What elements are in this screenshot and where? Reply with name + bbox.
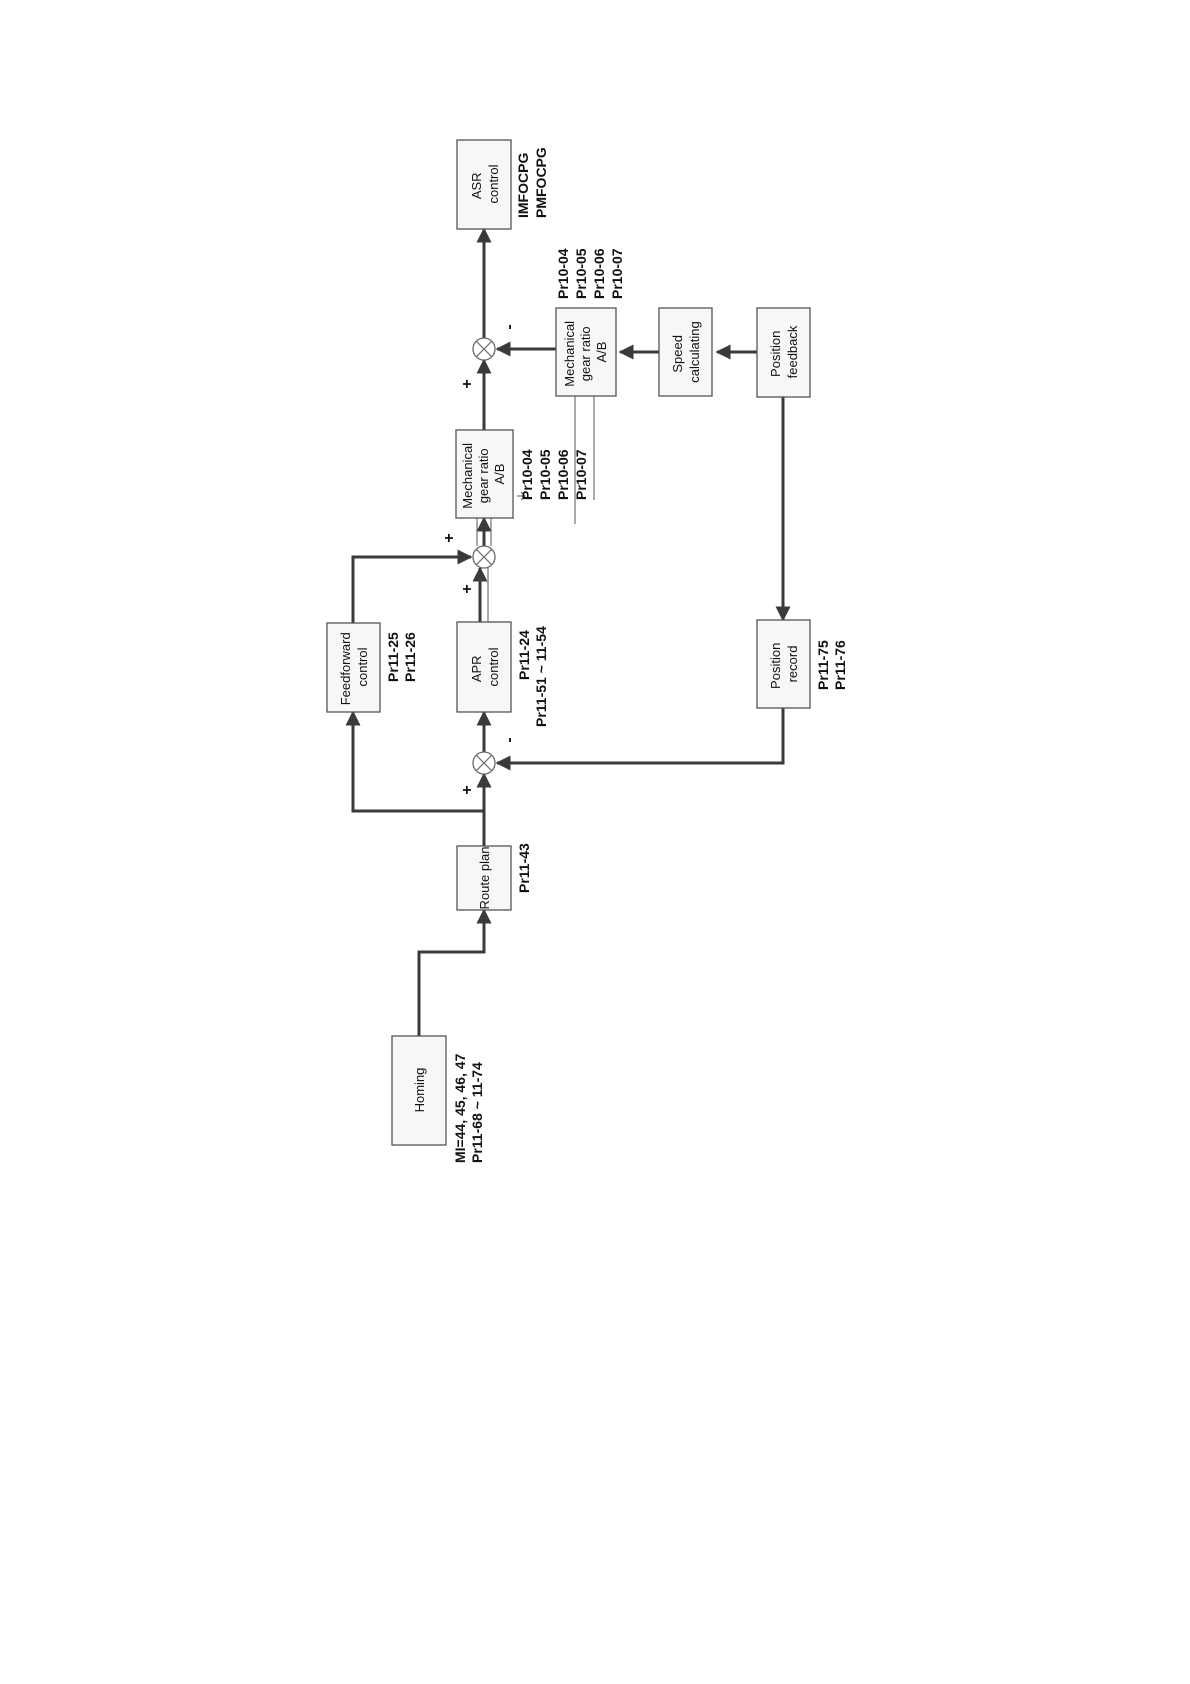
gear1-block-line-3: A/B: [492, 464, 507, 485]
position-record-param-labels: Pr11-75 Pr11-76: [815, 640, 848, 690]
gear1-block-line-2: gear ratio: [476, 448, 491, 503]
gear1-block-line-1: Mechanical: [460, 443, 475, 509]
gear-ratio-block-1: Mechanical gear ratio A/B: [455, 429, 514, 519]
asr-param-line-2: PMFOCPG: [533, 147, 549, 218]
apr-block-line-1: APR: [469, 655, 484, 682]
apr-param-labels: Pr11-24 Pr11-51 ~ 11-54: [516, 626, 549, 727]
feedforward-param-line-2: Pr11-26: [402, 632, 418, 682]
route-plan-param-labels: Pr11-43: [516, 843, 532, 893]
homing-param-line-1: MI=44, 45, 46, 47: [452, 1053, 468, 1163]
wire-record-to-sum1: [495, 708, 785, 771]
svg-text:Position record: Position record: [768, 639, 800, 689]
route-plan-block: Route plan: [456, 845, 512, 911]
position-record-block: Position record: [756, 619, 811, 709]
sum2-plus-sign-a: +: [459, 584, 476, 593]
gear2-param-labels: Pr10-04 Pr10-05 Pr10-06 Pr10-07: [555, 248, 625, 299]
gear2-block-line-1: Mechanical: [562, 321, 577, 387]
gear2-param-line-3: Pr10-06: [591, 248, 607, 299]
homing-param-labels: MI=44, 45, 46, 47 Pr11-68 ~ 11-74: [452, 1053, 485, 1163]
feedback-block-line-1: Position: [768, 331, 783, 377]
apr-param-line-2: Pr11-51 ~ 11-54: [533, 626, 549, 727]
sum1-minus-sign: -: [501, 737, 518, 742]
speed-calculating-block: Speed calculating: [658, 307, 713, 397]
homing-block-line-1: Homing: [412, 1068, 427, 1113]
asr-control-block: ASR control: [456, 139, 512, 230]
wire-route-to-feedforward: [345, 710, 484, 813]
sign-markers: + - + + + -: [441, 324, 518, 794]
apr-block-line-2: control: [486, 647, 501, 686]
apr-param-line-1: Pr11-24: [516, 630, 532, 680]
svg-text:Mechanical gear ratio: Mechanical gear ratio A/B: [460, 439, 507, 508]
gear2-block-line-3: A/B: [594, 342, 609, 363]
route-plan-block-line-1: Route plan: [477, 847, 492, 910]
svg-text:Speed calculating: Speed calculating: [670, 321, 702, 382]
svg-text:Position feedback: Position feedback: [768, 325, 800, 378]
sum-junction-1: [472, 751, 496, 775]
feedforward-param-line-1: Pr11-25: [385, 632, 401, 682]
asr-param-labels: IMFOCPG PMFOCPG: [515, 147, 549, 218]
sum3-plus-sign: +: [459, 379, 476, 388]
svg-text:APR control: APR control: [469, 647, 501, 686]
gear1-param-line-3: Pr10-06: [555, 449, 571, 500]
gear1-param-line-2: Pr10-05: [537, 449, 553, 500]
asr-param-line-1: IMFOCPG: [515, 153, 531, 218]
svg-text:Homing: Homing: [412, 1068, 427, 1113]
record-block-line-1: Position: [768, 643, 783, 689]
gear1-annotation-line: [517, 491, 526, 501]
svg-text:ASR control: ASR control: [469, 164, 501, 203]
sum-junction-3: [472, 337, 496, 361]
speed-block-line-2: calculating: [687, 321, 702, 382]
gear1-param-line-1: Pr10-04: [519, 449, 535, 500]
asr-block-line-1: ASR: [469, 172, 484, 199]
feedforward-block-line-2: control: [355, 647, 370, 686]
svg-text:Feedforward control: Feedforward control: [338, 629, 370, 706]
homing-param-line-2: Pr11-68 ~ 11-74: [469, 1062, 485, 1163]
gear-ratio-block-2: Mechanical gear ratio A/B: [555, 307, 617, 397]
gear2-param-line-1: Pr10-04: [555, 248, 571, 299]
feedforward-block: Feedforward control: [326, 622, 381, 713]
sum-junction-2: [472, 545, 496, 569]
asr-block-line-2: control: [486, 164, 501, 203]
gear2-block-line-2: gear ratio: [578, 326, 593, 381]
homing-block: Homing: [391, 1035, 447, 1146]
svg-text:Mechanical gear ratio: Mechanical gear ratio A/B: [562, 317, 609, 386]
gear1-param-labels: Pr10-04 Pr10-05 Pr10-06 Pr10-07: [519, 449, 589, 500]
feedforward-block-line-1: Feedforward: [338, 632, 353, 705]
gear1-param-line-4: Pr10-07: [573, 449, 589, 500]
feedforward-param-labels: Pr11-25 Pr11-26: [385, 632, 418, 682]
gear2-param-line-2: Pr10-05: [573, 248, 589, 299]
record-block-line-2: record: [785, 646, 800, 683]
feedback-block-line-2: feedback: [785, 325, 800, 378]
speed-block-line-1: Speed: [670, 335, 685, 373]
sum3-minus-sign: -: [501, 324, 518, 329]
wire-feedforward-to-sum2: [351, 549, 473, 623]
sum1-plus-sign: +: [459, 785, 476, 794]
record-param-line-2: Pr11-76: [832, 640, 848, 690]
wire-homing-to-route: [417, 908, 492, 1036]
record-param-line-1: Pr11-75: [815, 640, 831, 690]
sum2-plus-sign-b: +: [441, 533, 458, 542]
svg-text:Route plan: Route plan: [477, 847, 492, 910]
apr-control-block: APR control: [456, 621, 512, 713]
position-feedback-block: Position feedback: [756, 307, 811, 398]
gear2-param-line-4: Pr10-07: [609, 248, 625, 299]
route-plan-param-line-1: Pr11-43: [516, 843, 532, 893]
